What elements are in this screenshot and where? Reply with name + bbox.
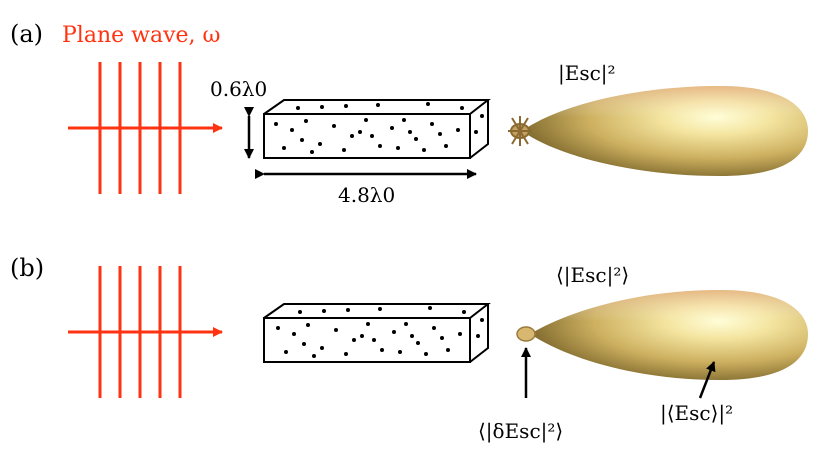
scattering-slab-a	[263, 99, 491, 159]
scattering-lobe-a	[508, 86, 808, 176]
fluctuation-label: ⟨|δEsc|²⟩	[478, 419, 563, 444]
plane-wave-b	[68, 266, 223, 398]
incoherent-blob	[516, 326, 536, 342]
scattering-slab-b	[263, 303, 491, 363]
panel-b: (b) ⟨|Esc|²⟩	[10, 254, 808, 444]
particles-a	[274, 102, 484, 154]
panel-a: (a) Plane wave, ω	[10, 20, 808, 207]
field-intensity-label: |Esc|²	[558, 61, 616, 86]
side-lobes-a	[508, 116, 532, 146]
coherent-label: |⟨Esc⟩|²	[660, 401, 733, 426]
particles-b	[276, 306, 484, 358]
plane-wave-a	[68, 62, 223, 194]
mean-intensity-label: ⟨|Esc|²⟩	[556, 263, 629, 288]
panel-a-label: (a)	[10, 20, 43, 48]
length-label: 4.8λ0	[338, 183, 395, 207]
plane-wave-label: Plane wave, ω	[62, 23, 220, 48]
height-label: 0.6λ0	[210, 77, 267, 101]
scattering-lobe-b	[516, 290, 808, 380]
panel-b-label: (b)	[10, 254, 44, 282]
coherent-arrow	[698, 361, 716, 399]
